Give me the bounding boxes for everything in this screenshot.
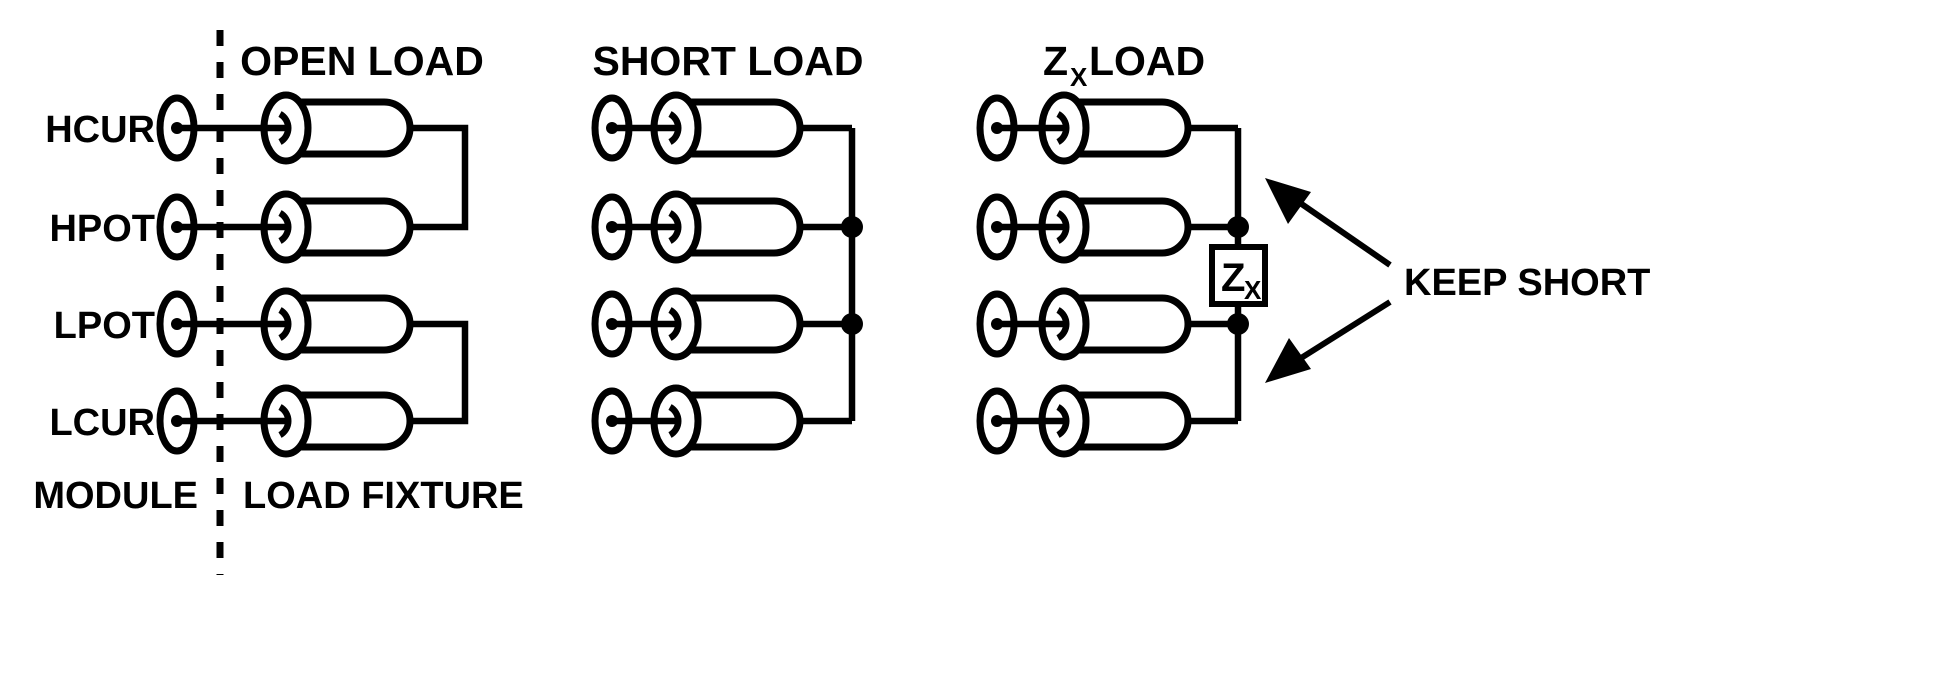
keep-short-arrow-lower-head [1265,338,1311,383]
coax-connector-open-lcur [262,388,410,454]
open-row-lcur [160,388,410,454]
short-junction-dot-hpot [841,216,863,238]
short-row-hcur [595,95,800,161]
open-row-lpot [160,291,410,357]
keep-short-arrow-upper-shaft [1288,193,1392,268]
coax-connector-short-lcur [652,388,800,454]
coax-connector-zx-lcur [1040,388,1188,454]
keep-short-label: KEEP SHORT [1404,262,1650,304]
keep-short-annotation: KEEP SHORT [1265,178,1650,383]
section-short-load [595,95,863,454]
short-row-lcur [595,388,800,454]
section-heading-zx: Z X LOAD [1043,38,1205,92]
port-label-hcur: HCUR [45,109,155,151]
coax-connector-short-lpot [652,291,800,357]
section-zx-load: Z X [980,95,1268,454]
short-row-lpot [595,291,800,357]
section-heading-zx-base: Z [1043,38,1068,84]
short-junction-dot-lpot [841,313,863,335]
port-label-hpot: HPOT [49,208,155,250]
zx-junction-dot-hpot [1227,216,1249,238]
zx-component-label-base: Z [1221,256,1245,300]
footer-label-load-fixture: LOAD FIXTURE [243,475,524,517]
coax-connector-open-lpot [262,291,410,357]
coax-connector-zx-hcur [1040,95,1188,161]
keep-short-arrow-lower-shaft [1288,299,1392,368]
section-heading-short: SHORT LOAD [592,38,863,84]
zx-row-lcur [980,388,1188,454]
open-row-hpot [160,194,410,260]
open-jumper-lpot-lcur [410,320,469,425]
zx-component-box [1209,244,1268,307]
zx-row-hcur [980,95,1188,161]
zx-component-label-subscript: X [1244,275,1262,305]
footer-label-module: MODULE [33,475,198,517]
coax-connector-open-hpot [262,194,410,260]
port-label-lpot: LPOT [54,305,155,347]
section-heading-zx-tail: LOAD [1089,38,1205,84]
zx-row-lpot [980,291,1188,357]
open-jumper-hcur-hpot [410,124,469,231]
keep-short-arrow-upper-head [1265,178,1311,224]
section-heading-open: OPEN LOAD [240,38,484,84]
coax-connector-short-hcur [652,95,800,161]
section-open-load [160,95,469,454]
open-row-hcur [160,95,410,161]
zx-junction-dot-lpot [1227,313,1249,335]
section-heading-zx-subscript: X [1070,62,1088,92]
port-label-lcur: LCUR [49,402,155,444]
zx-row-hpot [980,194,1188,260]
coax-connector-short-hpot [652,194,800,260]
coax-connector-zx-hpot [1040,194,1188,260]
coax-connector-open-hcur [262,95,410,161]
coax-connector-zx-lpot [1040,291,1188,357]
short-row-hpot [595,194,800,260]
